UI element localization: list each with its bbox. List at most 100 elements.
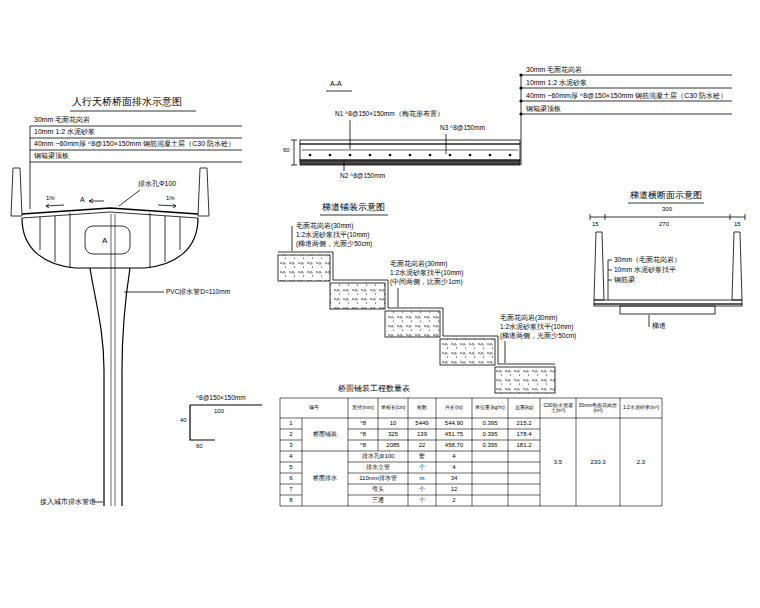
annotation-label: 1% <box>166 195 175 202</box>
annotation-label: 30mm 毛面花岗岩 <box>34 116 90 124</box>
table-cell: 个 <box>408 495 436 506</box>
rebar-dots <box>309 73 523 156</box>
table-cell: 个 <box>408 462 436 473</box>
annotation-label: 梯道 <box>652 322 666 329</box>
rebar-dot <box>409 154 412 157</box>
title-underline <box>70 111 196 112</box>
table-cell: 325 <box>378 429 408 440</box>
table-cell: 4 <box>280 451 302 462</box>
table-cell: 0.395 <box>472 440 508 451</box>
table-cell: ^8 <box>348 418 378 429</box>
annotation-label: (梯道两侧，光面少50cm) <box>500 332 576 339</box>
girder-cell <box>85 226 130 254</box>
rebar-dot <box>489 154 492 157</box>
table-cell: 0.395 <box>472 429 508 440</box>
deck-layer <box>22 212 198 218</box>
table-cell: 个 <box>408 484 436 495</box>
annotation-label: N2 ^8@150mm <box>340 172 385 179</box>
leader-line <box>292 226 505 363</box>
annotation-label: A <box>80 196 85 204</box>
table-cell: 共长(m) <box>436 398 472 418</box>
line-work <box>11 73 745 506</box>
girder-web <box>40 213 180 268</box>
railing-post <box>732 232 742 300</box>
annotation-label: 毛面花岗岩(30mm) <box>390 260 447 267</box>
table-cell: 139 <box>408 429 436 440</box>
table-grid <box>280 398 662 506</box>
table-cell: 451.75 <box>436 429 472 440</box>
table-cell: 2.3 <box>620 418 662 506</box>
annotation-label: 毛面花岗岩(30mm) <box>296 222 353 229</box>
deck-surface <box>22 208 198 214</box>
table-cell: 110mm排水管 <box>348 473 408 484</box>
table-cell: 编号 <box>280 398 348 418</box>
railing-post <box>11 168 22 216</box>
table-cell: 2085 <box>378 440 408 451</box>
annotation-label: 1:2水泥砂浆找平(10mm) <box>296 231 369 238</box>
steel-plate <box>300 160 520 165</box>
rebar-dot <box>389 154 392 157</box>
table-cell: ^8 <box>348 429 378 440</box>
rebar-dot <box>329 154 332 157</box>
table-cell: 34 <box>436 473 472 484</box>
table-cell: 根数 <box>408 398 436 418</box>
table-cell: 1 <box>280 418 302 429</box>
slope-arrow <box>158 204 176 208</box>
table-cell: 排水立管 <box>348 462 408 473</box>
table-cell: m <box>408 473 436 484</box>
table-cell: 544.90 <box>436 418 472 429</box>
title-underline <box>628 203 704 204</box>
stair-beam <box>620 306 715 314</box>
table-cell: 弯头 <box>348 484 408 495</box>
step-finish <box>278 252 555 364</box>
rebar-dot <box>449 154 452 157</box>
table-cell: 3 <box>280 440 302 451</box>
annotation-label: 毛面花岗岩(30mm) <box>500 314 557 321</box>
table-cell: 直径(mm) <box>348 398 378 418</box>
rebar-dot <box>429 154 432 157</box>
annotation-label: 40mm ~60mm厚 ^8@150×150mm 钢筋混凝土层（C30 防水砼） <box>526 92 727 100</box>
annotation-label: ^8@150×150mm <box>196 394 246 401</box>
layer-leader <box>521 75 732 165</box>
annotation-label: 40mm ~60mm厚 ^8@150×150mm 钢筋混凝土层（C30 防水砼） <box>34 140 235 148</box>
table-cell: 8 <box>280 495 302 506</box>
step-block <box>278 255 330 281</box>
annotation-label: 10mm 水泥砂浆找平 <box>614 266 676 273</box>
step-block <box>330 283 385 309</box>
concrete-layer <box>300 144 520 160</box>
figure-title: 梯道横断面示意图 <box>630 190 702 200</box>
table-cell: 单位重(kg/m) <box>472 398 508 418</box>
rebar-dot <box>469 154 472 157</box>
layer-leader <box>30 126 242 209</box>
annotation-label: 钢筋梁 <box>614 276 635 283</box>
figure-title: A-A <box>330 80 342 88</box>
figure-title: 人行天桥桥面排水示意图 <box>72 96 182 108</box>
table-cell: 套 <box>408 451 436 462</box>
step-block <box>385 311 440 337</box>
annotation-label: 10mm 1:2 水泥砂浆 <box>526 79 587 87</box>
table-cell: 7 <box>280 484 302 495</box>
dimension-label: 100 <box>214 408 224 415</box>
rebar-dot <box>309 154 312 157</box>
slope-arrow <box>46 204 64 208</box>
annotation-label: A <box>102 236 107 245</box>
leader-line <box>344 120 446 171</box>
annotation-label: 1% <box>46 195 55 202</box>
dimension-line <box>590 214 745 220</box>
annotation-label: 1:2水泥砂浆找平(10mm) <box>500 323 573 330</box>
table-cell: C30防水混凝土(m³) <box>540 398 576 418</box>
railing-post <box>594 232 604 300</box>
table-cell: 10 <box>378 418 408 429</box>
table-cell: 桥面排水 <box>302 451 348 506</box>
dimension-label: 40 <box>180 417 187 424</box>
rebar-dot <box>369 154 372 157</box>
annotation-label: 10mm 1:2 水泥砂浆 <box>34 128 95 136</box>
table-cell: 1:2水泥砂浆(m³) <box>620 398 662 418</box>
table-cell: 桥面铺装 <box>302 418 348 451</box>
dimension-label: 15 <box>734 221 741 228</box>
annotation-label: 1:2水泥砂浆找平(10mm) <box>390 269 463 276</box>
table-cell: 排水孔Φ100 <box>348 451 408 462</box>
